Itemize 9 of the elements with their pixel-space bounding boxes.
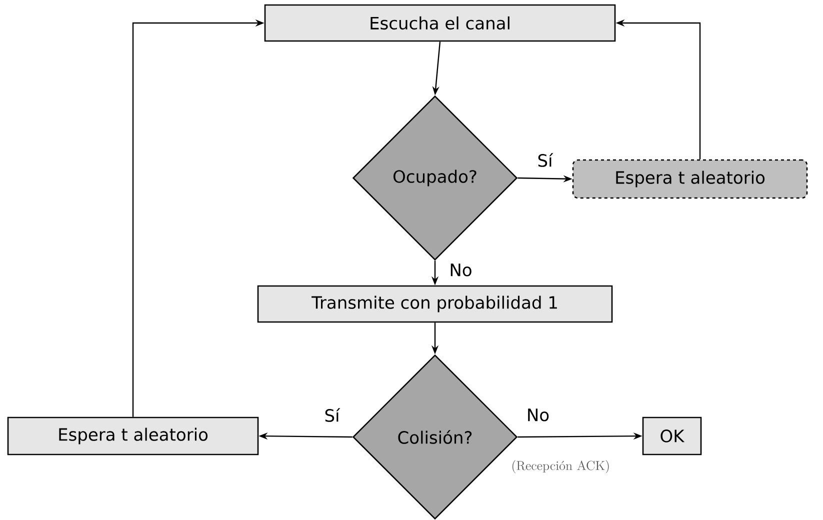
edge-label: Sí bbox=[323, 407, 341, 423]
edge-label: Sí bbox=[536, 152, 554, 168]
process-box: Escucha el canal bbox=[264, 4, 616, 42]
process-box: Espera t aleatorio bbox=[7, 416, 259, 456]
edge-label: No bbox=[448, 262, 474, 278]
process-box: Espera t aleatorio bbox=[572, 159, 808, 199]
process-box: OK bbox=[642, 416, 702, 456]
process-box: Transmite con probabilidad 1 bbox=[257, 285, 613, 323]
edge-label: No bbox=[525, 408, 551, 422]
